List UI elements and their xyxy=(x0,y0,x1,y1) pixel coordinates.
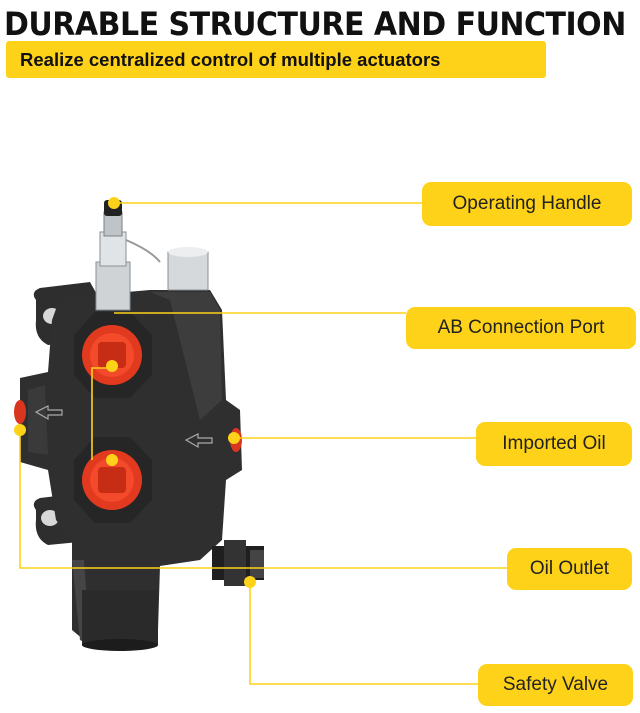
label-imported-oil: Imported Oil xyxy=(476,422,632,466)
label-oil-outlet: Oil Outlet xyxy=(507,548,632,590)
safety-valve-fitting xyxy=(212,540,264,586)
label-ab-connection-port: AB Connection Port xyxy=(406,307,636,349)
page-title: DURABLE STRUCTURE AND FUNCTION xyxy=(4,6,626,44)
label-operating-handle: Operating Handle xyxy=(422,182,632,226)
operating-handle-assembly xyxy=(95,200,209,311)
leader-dots xyxy=(14,197,256,588)
page-subtitle: Realize centralized control of multiple … xyxy=(6,41,546,78)
leader-lines xyxy=(19,202,507,685)
ab-port-cap-lower xyxy=(82,450,142,510)
ab-port-cap-upper xyxy=(82,325,142,385)
label-safety-valve: Safety Valve xyxy=(478,664,633,706)
